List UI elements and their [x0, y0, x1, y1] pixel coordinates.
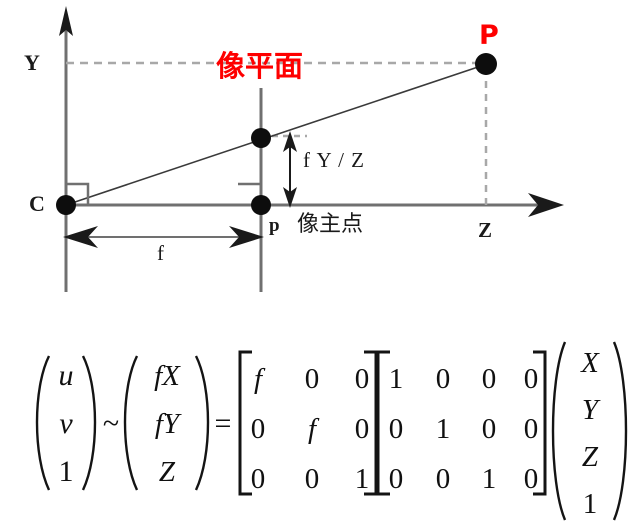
scene-point-label: P	[479, 20, 499, 51]
lhs-vector-row-0: u	[59, 359, 74, 392]
extrinsic-cell-2-2: 1	[482, 463, 497, 495]
intrinsic-cell-1-0: 0	[251, 413, 266, 445]
projection-equation: u v 1 ~ fX fY Z = f 0 0	[0, 330, 644, 532]
mid-vector-row-1: fY	[155, 408, 182, 440]
intrinsic-cell-2-1: 0	[305, 463, 320, 495]
extrinsic-cell-1-1: 1	[436, 413, 451, 445]
principal-point-label: 像主点	[297, 212, 364, 237]
image-point-label: p	[269, 215, 280, 236]
extrinsic-cell-0-3: 0	[524, 363, 539, 395]
intrinsic-cell-0-2: 0	[355, 363, 370, 395]
lhs-vector-row-2: 1	[59, 455, 74, 488]
z-axis	[66, 193, 564, 217]
intrinsic-matrix: f 0 0 0 f 0 0 0 1	[238, 350, 378, 496]
scene-point-dot	[475, 53, 497, 75]
projection-ray	[65, 63, 488, 206]
world-vector-row-1: Y	[582, 394, 601, 426]
extrinsic-cell-2-3: 0	[524, 463, 539, 495]
similar-symbol: ~	[103, 407, 119, 440]
extrinsic-cell-1-3: 0	[524, 413, 539, 445]
extrinsic-cell-2-0: 0	[389, 463, 404, 495]
extrinsic-cell-0-1: 0	[436, 363, 451, 395]
mid-vector-row-2: Z	[159, 456, 176, 488]
intrinsic-cell-2-2: 1	[355, 463, 370, 495]
intrinsic-cell-1-2: 0	[355, 413, 370, 445]
extrinsic-cell-2-1: 0	[436, 463, 451, 495]
world-vector-row-0: X	[580, 347, 600, 379]
intrinsic-cell-0-1: 0	[305, 363, 320, 395]
world-vector-row-3: 1	[583, 488, 598, 520]
z-axis-label: Z	[478, 218, 493, 242]
world-vector-row-2: Z	[582, 441, 599, 473]
mid-vector: fX fY Z	[123, 355, 210, 491]
y-axis	[59, 6, 73, 292]
lhs-vector-row-1: v	[59, 407, 73, 440]
principal-point-dot	[251, 195, 271, 215]
image-point-dot	[251, 128, 271, 148]
extrinsic-matrix: 1 0 0 0 0 1 0 0 0 0 1 0	[376, 350, 547, 496]
mid-vector-row-0: fX	[154, 360, 181, 392]
point-dots	[56, 53, 497, 215]
intrinsic-cell-0-0: f	[254, 363, 266, 395]
image-height-measure	[283, 131, 297, 208]
focal-length-measure	[63, 226, 264, 248]
right-angle-mark-c	[66, 182, 90, 205]
equals-symbol: =	[215, 407, 232, 440]
extrinsic-cell-0-2: 0	[482, 363, 497, 395]
extrinsic-cell-1-2: 0	[482, 413, 497, 445]
world-point-vector: X Y Z 1	[551, 341, 628, 521]
image-height-label: f Y / Z	[303, 148, 366, 172]
extrinsic-cell-1-0: 0	[389, 413, 404, 445]
projection-diagram: Y C Z P p f f Y / Z 像平面 像主点	[24, 6, 564, 292]
focal-length-label: f	[157, 241, 164, 265]
camera-center-label: C	[29, 191, 45, 216]
extrinsic-cell-0-0: 1	[389, 363, 404, 395]
camera-center-dot	[56, 195, 76, 215]
intrinsic-cell-1-1: f	[308, 413, 320, 445]
y-axis-label: Y	[24, 50, 40, 75]
image-plane-label: 像平面	[216, 49, 304, 83]
lhs-vector: u v 1	[35, 355, 97, 491]
intrinsic-cell-2-0: 0	[251, 463, 266, 495]
